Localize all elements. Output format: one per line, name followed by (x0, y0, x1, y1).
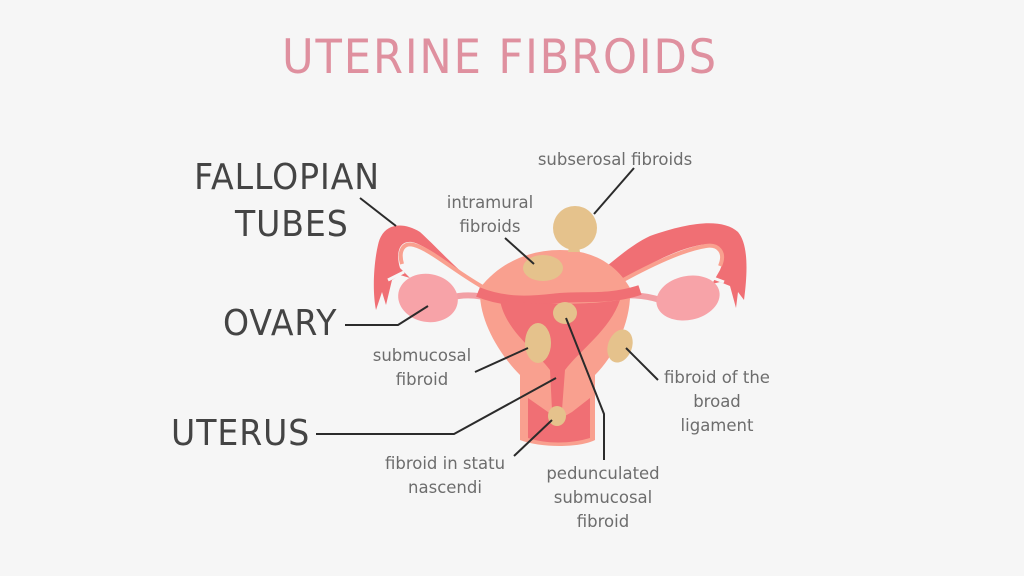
label-fallopian-line2: TUBES (234, 204, 349, 245)
intramural-fibroid (523, 255, 563, 281)
broad-ligament-leader (625, 347, 659, 381)
submucosal-fibroid (525, 323, 551, 363)
diagram-title: UTERINE FIBROIDS (282, 30, 718, 85)
label-intramural-line2: fibroids (459, 217, 521, 236)
statu-nascendi-fibroid (548, 406, 566, 426)
label-submucosal-line2: fibroid (395, 370, 449, 389)
label-broad-ligament: fibroid of the broad ligament (654, 366, 780, 438)
label-subserosal: subserosal fibroids (537, 150, 693, 169)
label-statu-nascendi-line2: nascendi (408, 478, 482, 497)
subserosal-leader (593, 167, 635, 215)
pedunculated-submucosal-fibroid (553, 302, 577, 324)
label-submucosal: submucosal fibroid (362, 344, 482, 392)
leader-lines (316, 167, 659, 460)
pedunculated-leader (565, 317, 605, 460)
label-pedunculated-line3: fibroid (576, 512, 630, 531)
submucosal-leader (474, 347, 529, 373)
subserosal-fibroid (553, 206, 597, 252)
label-fallopian-line1: FALLOPIAN (194, 157, 380, 198)
label-statu-nascendi-line1: fibroid in statu (384, 454, 506, 473)
right-ovary (656, 275, 720, 321)
label-broad-ligament-line3: ligament (680, 416, 754, 435)
label-statu-nascendi: fibroid in statu nascendi (370, 452, 520, 500)
label-pedunculated: pedunculated submucosal fibroid (538, 462, 668, 534)
left-ovary (398, 273, 458, 323)
label-broad-ligament-line2: broad (693, 392, 741, 411)
intramural-leader (504, 237, 535, 265)
broad-ligament-fibroid (607, 329, 633, 363)
uterus-leader (316, 377, 557, 435)
label-pedunculated-line1: pedunculated (546, 464, 660, 483)
label-intramural: intramural fibroids (430, 191, 550, 239)
statu-nascendi-leader (513, 419, 553, 457)
label-pedunculated-line2: submucosal (553, 488, 653, 507)
ovary-leader (345, 305, 429, 326)
fallopian-leader (359, 197, 397, 227)
label-submucosal-line1: submucosal (372, 346, 472, 365)
label-broad-ligament-line1: fibroid of the (664, 368, 770, 387)
label-ovary: OVARY (222, 303, 338, 344)
label-uterus: UTERUS (171, 413, 311, 454)
label-intramural-line1: intramural (446, 193, 534, 212)
